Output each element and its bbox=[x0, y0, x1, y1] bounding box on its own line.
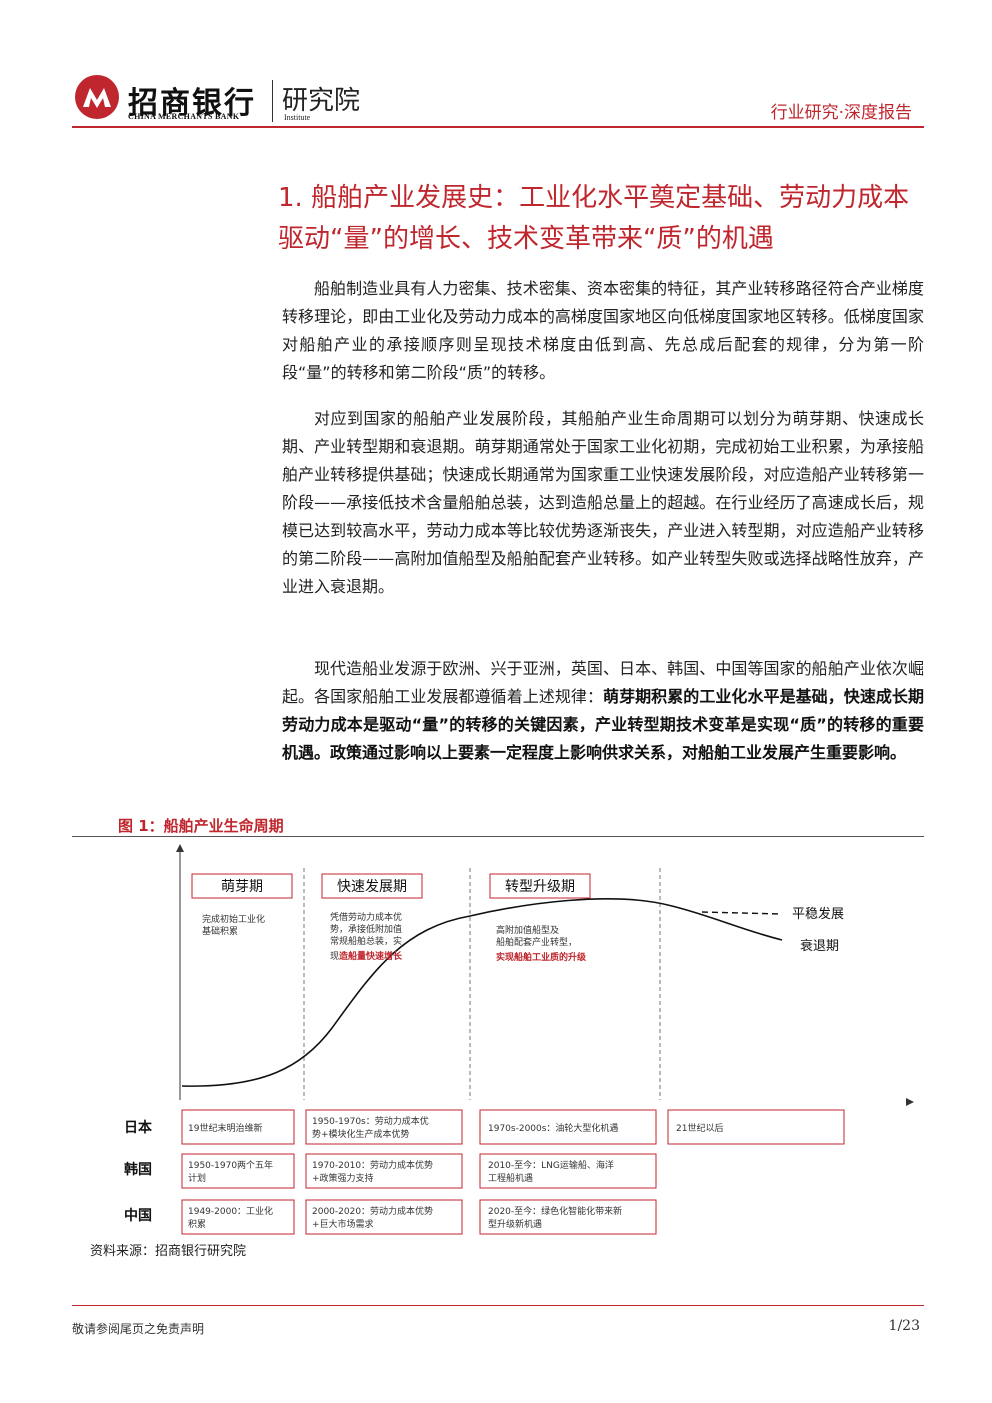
stage-label-growth: 快速发展期 bbox=[337, 879, 407, 895]
section-title: 1. 船舶产业发展史：工业化水平奠定基础、劳动力成本驱动“量”的增长、技术变革带… bbox=[278, 183, 910, 254]
paragraph-3-emphasis: 萌芽期积累的工业化水平是基础，快速成长期劳动力成本是驱动“量”的转移的关键因素，… bbox=[282, 687, 924, 762]
y-axis-arrow-icon bbox=[176, 844, 184, 852]
timeline-cell bbox=[181, 1199, 295, 1235]
x-axis-arrow-icon bbox=[906, 1098, 914, 1106]
bank-name: 招商银行 bbox=[128, 86, 256, 121]
stable-dashed-line bbox=[701, 911, 783, 915]
stage-label-transform: 转型升级期 bbox=[505, 879, 575, 895]
country-label-china: 中国 bbox=[124, 1207, 152, 1224]
page-number: 1/23 bbox=[888, 1318, 920, 1334]
timeline-cell-text: 1970-2010：劳动力成本优势+政策强力支持 bbox=[312, 1159, 433, 1184]
stage-label-germination: 萌芽期 bbox=[221, 879, 263, 895]
stage-desc-germination-2: 基础积累 bbox=[202, 925, 238, 937]
timeline-cell bbox=[479, 1153, 657, 1189]
disclaimer-note: 敬请参阅尾页之免责声明 bbox=[72, 1322, 205, 1336]
timeline-cell bbox=[667, 1109, 845, 1145]
timeline-cell-text: 1950-1970两个五年计划 bbox=[188, 1159, 273, 1184]
timeline-cell-text: 21世纪以后 bbox=[676, 1122, 723, 1134]
stage-desc-transform-1: 高附加值船型及 bbox=[496, 924, 559, 936]
timeline-cell-text: 2020-至今：绿色化智能化带来新型升级新机遇 bbox=[488, 1205, 622, 1230]
figure-top-rule bbox=[72, 836, 924, 837]
timeline-cell-text: 2010-至今：LNG运输船、海洋工程船机遇 bbox=[488, 1159, 614, 1184]
stage-desc-transform-2: 船舶配套产业转型， bbox=[496, 936, 577, 948]
paragraph-2: 对应到国家的船舶产业发展阶段，其船舶产业生命周期可以划分为萌芽期、快速成长期、产… bbox=[282, 409, 924, 596]
timeline-cell-text: 19世纪末明治维新 bbox=[188, 1122, 262, 1134]
bank-name-en: CHINA MERCHANTS BANK bbox=[128, 112, 240, 121]
stage-box-transform bbox=[489, 873, 591, 899]
figure-title: 图 1：船舶产业生命周期 bbox=[118, 817, 284, 835]
figure-source: 资料来源：招商银行研究院 bbox=[90, 1244, 247, 1259]
institute-name: 研究院 bbox=[282, 86, 361, 116]
timeline-cell bbox=[181, 1153, 295, 1189]
institute-name-en: Institute bbox=[284, 113, 311, 122]
timeline-cell-text: 1950-1970s：劳动力成本优势+模块化生产成本优势 bbox=[312, 1115, 429, 1140]
report-type: 行业研究·深度报告 bbox=[770, 103, 912, 123]
cmb-logo-icon bbox=[75, 75, 119, 119]
timeline-cell-text: 1970s-2000s：油轮大型化机遇 bbox=[488, 1122, 618, 1134]
country-label-japan: 日本 bbox=[124, 1119, 153, 1136]
timeline-cell bbox=[305, 1109, 463, 1145]
decline-label: 衰退期 bbox=[800, 938, 839, 954]
timeline-cell bbox=[181, 1109, 295, 1145]
stage-box-germination bbox=[191, 873, 293, 899]
timeline-cell bbox=[305, 1199, 463, 1235]
header-divider bbox=[72, 126, 924, 128]
stage-desc-growth-1: 凭借劳动力成本优 bbox=[330, 911, 402, 923]
timeline-cell bbox=[479, 1109, 657, 1145]
country-label-korea: 韩国 bbox=[124, 1161, 152, 1178]
paragraph-3-text: 现代造船业发源于欧洲、兴于亚洲，英国、日本、韩国、中国等国家的船舶产业依次崛起。… bbox=[282, 659, 924, 706]
paragraph-1: 船舶制造业具有人力密集、技术密集、资本密集的特征，其产业转移路径符合产业梯度转移… bbox=[282, 279, 924, 382]
timeline-cell bbox=[479, 1199, 657, 1235]
paragraph-3: 现代造船业发源于欧洲、兴于亚洲，英国、日本、韩国、中国等国家的船舶产业依次崛起。… bbox=[282, 655, 924, 767]
stage-desc-growth-red: 造船量快速增长 bbox=[339, 950, 403, 962]
timeline-cell-text: 1949-2000：工业化积累 bbox=[188, 1205, 273, 1230]
lifecycle-curve bbox=[181, 898, 783, 1087]
stage-desc-growth-4: 现造船量快速增长 bbox=[330, 950, 403, 962]
logo-divider bbox=[272, 80, 273, 122]
stage-box-growth bbox=[321, 873, 423, 899]
timeline-cell-text: 2000-2020：劳动力成本优势+巨大市场需求 bbox=[312, 1205, 433, 1230]
stable-label: 平稳发展 bbox=[792, 906, 844, 922]
timeline-cell bbox=[305, 1153, 463, 1189]
stage-desc-transform-red: 实现船舶工业质的升级 bbox=[496, 951, 587, 963]
stage-desc-growth-2: 势，承接低附加值 bbox=[330, 923, 402, 935]
lifecycle-diagram: 萌芽期 快速发展期 转型升级期 完成初始工业化 基础积累 凭借劳动力成本优 势，… bbox=[124, 844, 914, 1235]
footer-divider bbox=[72, 1305, 924, 1306]
stage-desc-growth-3: 常规船舶总装，实 bbox=[330, 935, 402, 947]
stage-desc-germination-1: 完成初始工业化 bbox=[202, 913, 265, 925]
